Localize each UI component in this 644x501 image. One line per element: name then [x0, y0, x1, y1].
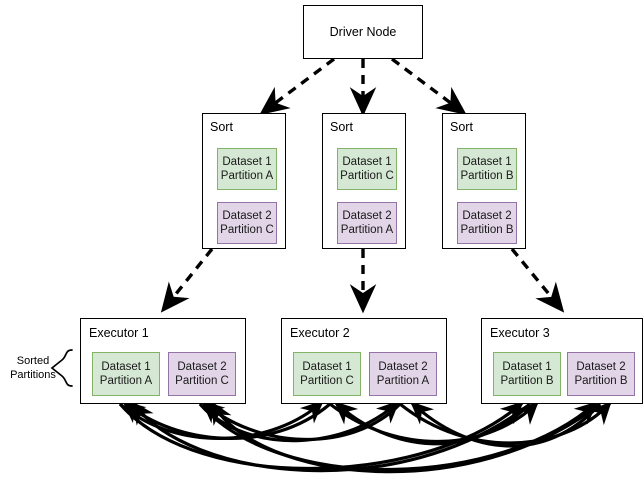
dataset-line-1: Dataset 1: [462, 155, 512, 168]
sort-to-executor-edges: [160, 247, 565, 314]
executor-node-3-dataset-1[interactable]: Dataset 1 Partition B: [493, 352, 561, 396]
sorted-partitions-label-line-1: Sorted: [16, 355, 50, 367]
edge-driver-to-sort-1: [259, 57, 336, 116]
dataset-line-1: Dataset 1: [302, 360, 352, 373]
dataset-line-1: Dataset 2: [576, 360, 626, 373]
sort-node-3-label: Sort: [450, 120, 473, 134]
shuffle-edge-e1d2-to-e2d2: [198, 400, 400, 443]
executor-node-1[interactable]: Executor 1 Dataset 1 Partition A Dataset…: [80, 318, 246, 404]
executor-node-1-dataset-1[interactable]: Dataset 1 Partition A: [92, 352, 160, 396]
sort-node-1-dataset-2[interactable]: Dataset 2 Partition C: [217, 202, 277, 244]
executor-node-2[interactable]: Executor 2 Dataset 1 Partition C Dataset…: [281, 318, 447, 404]
dataset-line-2: Partition B: [500, 375, 554, 387]
dataset-line-2: Partition A: [99, 375, 153, 387]
dataset-line-1: Dataset 2: [462, 209, 512, 222]
shuffle-edge-e3d2-to-e2d2: [410, 401, 602, 448]
executor-node-1-label: Executor 1: [89, 326, 149, 340]
dataset-line-1: Dataset 1: [222, 155, 272, 168]
dataset-line-2: Partition B: [574, 375, 628, 387]
executor-node-2-dataset-2[interactable]: Dataset 2 Partition A: [369, 352, 437, 396]
shuffle-edge-e1d1-to-e3d1: [118, 401, 524, 470]
sort-node-3-dataset-2[interactable]: Dataset 2 Partition B: [457, 202, 517, 244]
dataset-line-2: Partition B: [460, 224, 514, 236]
executor-node-2-label: Executor 2: [290, 326, 350, 340]
sorted-partitions-label: Sorted Partitions: [2, 354, 64, 383]
sort-node-2-label: Sort: [330, 120, 353, 134]
dataset-line-2: Partition C: [300, 375, 354, 387]
dataset-line-2: Partition B: [460, 170, 514, 182]
dataset-line-2: Partition A: [340, 224, 394, 236]
sorted-partitions-label-line-2: Partitions: [10, 369, 56, 382]
dataset-line-1: Dataset 1: [342, 155, 392, 168]
shuffle-edge-e2d2-to-e1d2: [201, 400, 402, 441]
driver-node-label: Driver Node: [329, 25, 397, 39]
dataset-line-2: Partition C: [340, 170, 394, 182]
dataset-line-2: Partition C: [220, 224, 274, 236]
executor-node-3-dataset-2[interactable]: Dataset 2 Partition B: [567, 352, 635, 396]
shuffle-edge-e3d2-to-e1d2: [210, 400, 601, 474]
shuffle-edge-e2d1-to-e3d1: [329, 401, 539, 443]
executor-node-3-label: Executor 3: [490, 326, 550, 340]
shuffle-edge-e1d2-to-e3d2: [198, 401, 598, 472]
sort-node-3-dataset-1[interactable]: Dataset 1 Partition B: [457, 148, 517, 190]
driver-node-box[interactable]: Driver Node: [303, 5, 423, 59]
sort-node-3[interactable]: Sort Dataset 1 Partition B Dataset 2 Par…: [442, 113, 526, 249]
edge-driver-to-sort-3: [390, 57, 467, 116]
dataset-line-1: Dataset 2: [177, 360, 227, 373]
dataset-line-1: Dataset 2: [222, 209, 272, 222]
shuffle-edge-e2d1-to-e1d1: [122, 400, 332, 440]
executor-node-1-dataset-2[interactable]: Dataset 2 Partition C: [168, 352, 236, 396]
driver-to-sort-edges: [259, 57, 467, 117]
sort-node-2-dataset-2[interactable]: Dataset 2 Partition A: [337, 202, 397, 244]
dataset-line-1: Dataset 1: [502, 360, 552, 373]
executor-node-3[interactable]: Executor 3 Dataset 1 Partition B Dataset…: [481, 318, 643, 404]
dataset-line-1: Dataset 2: [378, 360, 428, 373]
shuffle-edge-e1d1-to-e2d1: [118, 400, 324, 440]
edge-sort1-to-executor1: [160, 247, 214, 313]
dataset-line-1: Dataset 2: [342, 209, 392, 222]
sort-node-1-dataset-1[interactable]: Dataset 1 Partition A: [217, 148, 277, 190]
dataset-line-2: Partition C: [175, 375, 229, 387]
sort-node-1[interactable]: Sort Dataset 1 Partition A Dataset 2 Par…: [202, 113, 286, 249]
shuffle-edge-e3d1-to-e2d1: [334, 401, 532, 446]
dataset-line-2: Partition A: [220, 170, 274, 182]
sort-node-2-dataset-1[interactable]: Dataset 1 Partition C: [337, 148, 397, 190]
executor-node-2-dataset-1[interactable]: Dataset 1 Partition C: [293, 352, 361, 396]
sort-node-1-label: Sort: [210, 120, 233, 134]
shuffle-edge-e3d1-to-e1d1: [131, 400, 531, 473]
sort-node-2[interactable]: Sort Dataset 1 Partition C Dataset 2 Par…: [322, 113, 406, 249]
shuffle-edge-e2d2-to-e3d2: [399, 401, 612, 445]
shuffle-edges: [118, 400, 612, 474]
dataset-line-2: Partition A: [376, 375, 430, 387]
edge-sort3-to-executor3: [510, 247, 565, 313]
dataset-line-1: Dataset 1: [101, 360, 151, 373]
